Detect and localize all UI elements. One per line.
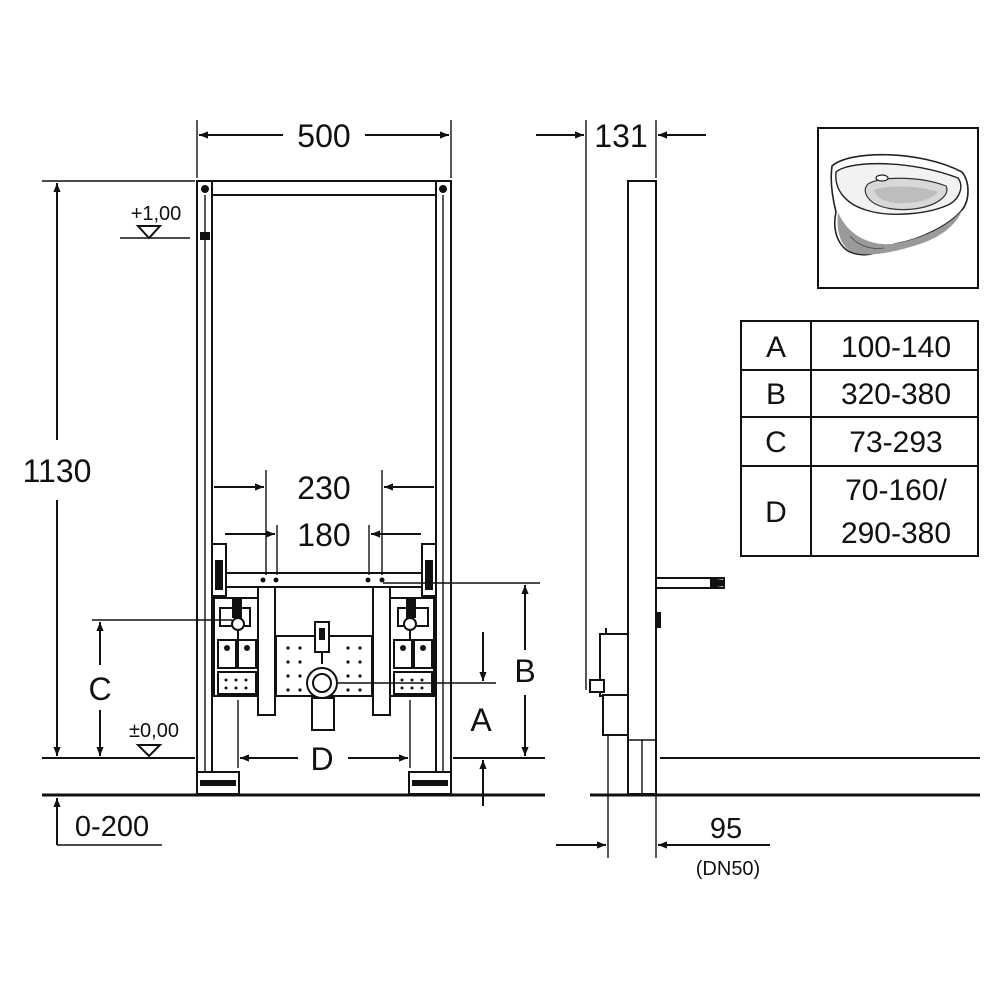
right-mounting	[389, 597, 435, 697]
level-floor-label: ±0,00	[129, 720, 179, 742]
dim-b-label: B	[514, 653, 535, 689]
table-key-c: C	[765, 426, 787, 459]
bidet-image	[817, 127, 979, 289]
dim-c-label: C	[88, 671, 111, 707]
table-value-d: 70-160/	[845, 474, 947, 507]
table-key-d: D	[765, 496, 787, 529]
front-frame	[196, 180, 452, 795]
level-top-label: +1,00	[131, 203, 182, 225]
depth-top-label: 131	[594, 118, 647, 154]
side-frame	[589, 180, 725, 795]
pipe-label: (DN50)	[696, 858, 760, 880]
depth-bottom-label: 95	[710, 813, 742, 845]
floor-range-label: 0-200	[75, 811, 149, 843]
dimension-table: A 100-140 B 320-380 C 73-293 D 70-160/ 2…	[740, 320, 979, 557]
spacing-inner-label: 180	[297, 517, 350, 553]
left-mounting	[213, 597, 259, 697]
dim-d-label: D	[310, 741, 333, 777]
spacing-outer-label: 230	[297, 470, 350, 506]
height-label: 1130	[23, 453, 92, 489]
table-key-b: B	[766, 378, 786, 411]
bolt-icon	[201, 185, 209, 193]
width-label: 500	[297, 118, 350, 154]
bidet-icon	[830, 153, 969, 256]
table-value-c: 73-293	[849, 426, 942, 459]
table-value-b: 320-380	[841, 378, 951, 411]
table-value-a: 100-140	[841, 331, 951, 364]
bolt-icon	[439, 185, 447, 193]
dim-a-label: A	[470, 702, 492, 738]
table-key-a: A	[766, 331, 786, 364]
table-value-d-second: 290-380	[841, 517, 951, 550]
